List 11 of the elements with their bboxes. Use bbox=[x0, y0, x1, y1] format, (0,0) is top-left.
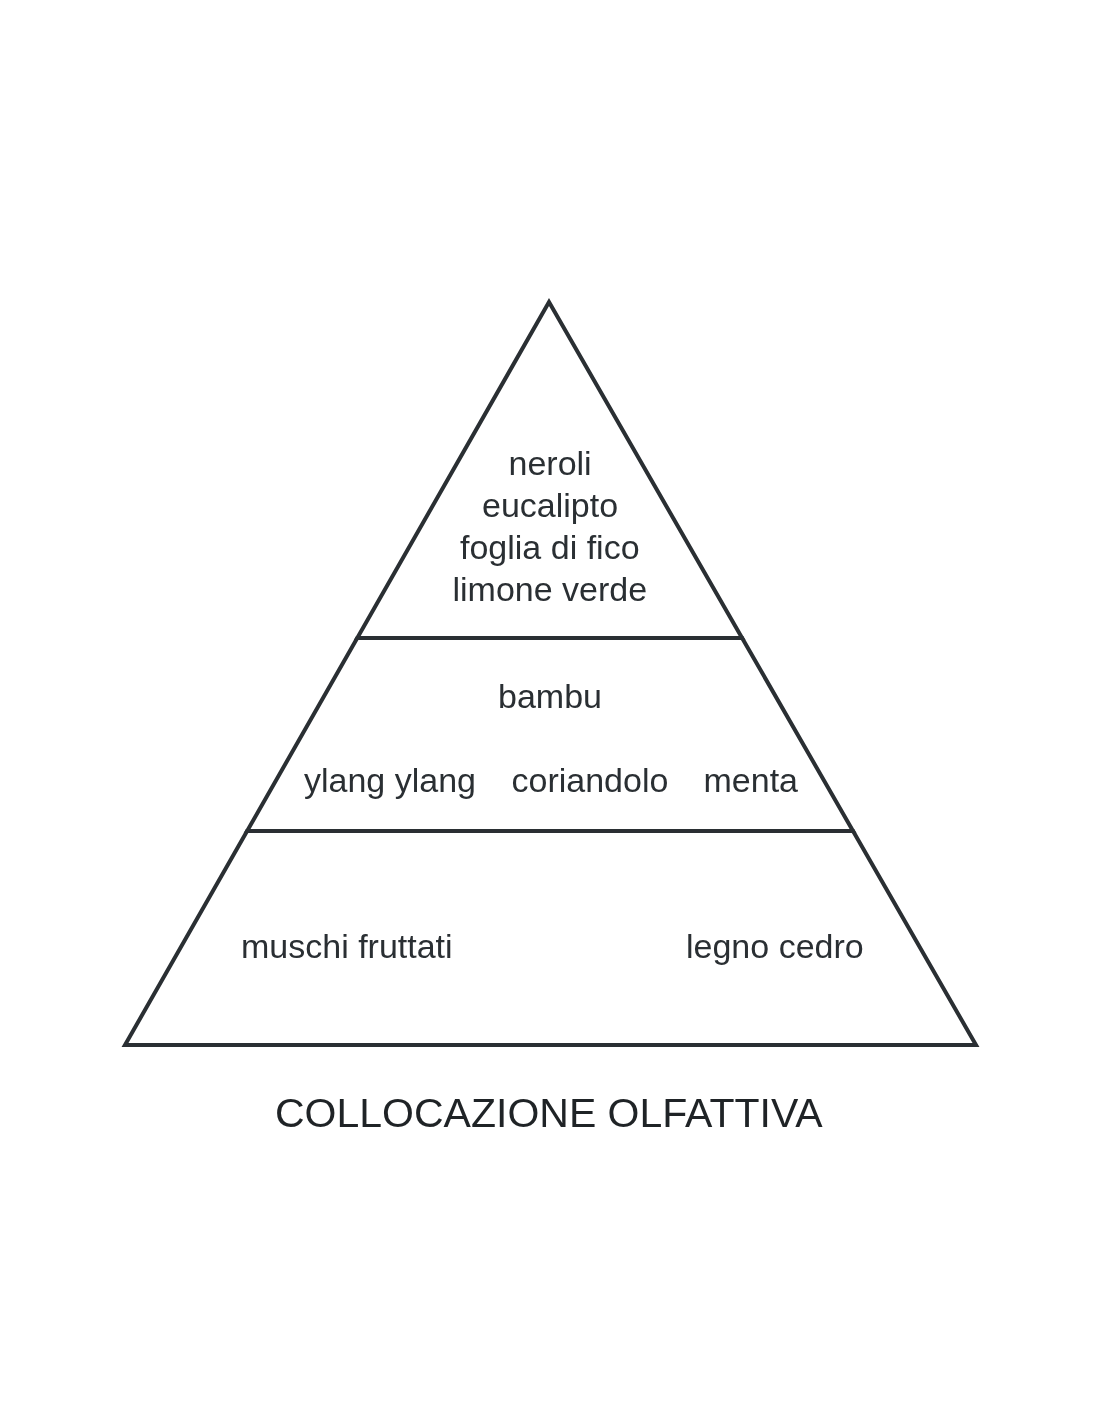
note-label: foglia di fico bbox=[460, 527, 640, 567]
note-label: bambu bbox=[498, 676, 602, 716]
note-label: neroli bbox=[508, 443, 592, 483]
diagram-caption: COLLOCAZIONE OLFATTIVA bbox=[275, 1089, 823, 1137]
note-label: limone verde bbox=[452, 569, 648, 609]
note-label: muschi fruttati bbox=[241, 926, 453, 966]
note-label: ylang ylang bbox=[304, 760, 476, 800]
note-label: legno cedro bbox=[686, 926, 864, 966]
note-label: eucalipto bbox=[482, 485, 619, 525]
note-label: coriandolo bbox=[511, 760, 669, 800]
note-label: menta bbox=[703, 760, 798, 800]
